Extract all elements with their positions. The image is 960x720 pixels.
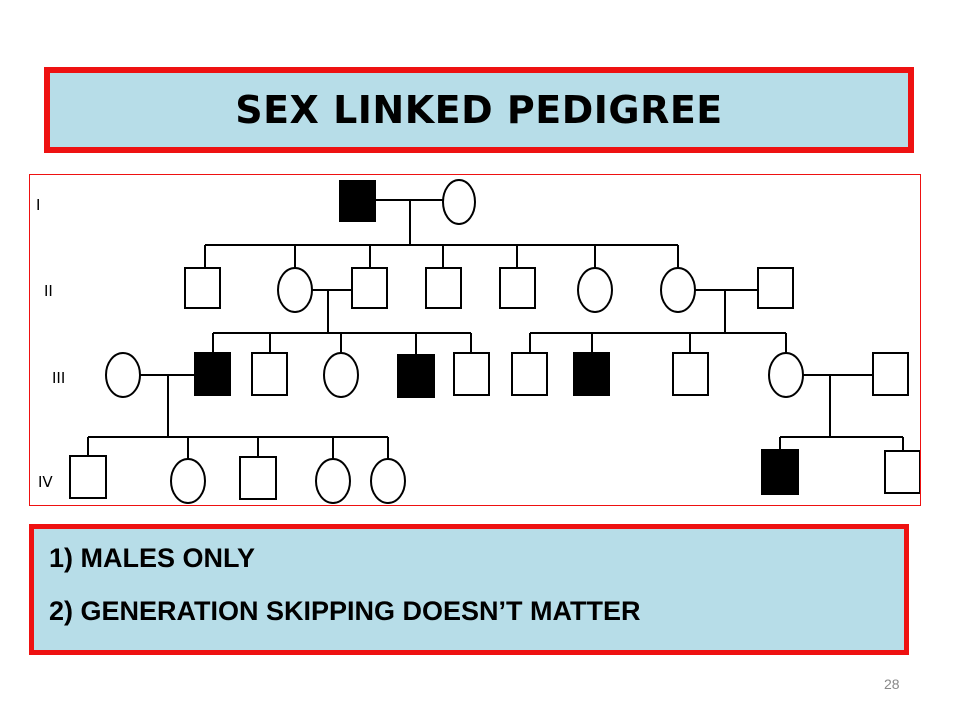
male-gen2-3 — [351, 267, 388, 309]
female-gen2-2 — [277, 267, 313, 313]
generation-labels: I II III IV — [36, 196, 65, 491]
male-gen2-spouse — [757, 267, 794, 309]
note-males-only: 1) MALES ONLY — [49, 543, 256, 573]
female-gen4-4 — [315, 458, 351, 504]
male-gen4-3 — [239, 456, 277, 500]
male-gen2-5 — [499, 267, 536, 309]
male-gen2-4 — [425, 267, 462, 309]
affected-male-gen1 — [339, 180, 376, 222]
page-number: 28 — [884, 676, 900, 692]
female-gen4-5 — [370, 458, 406, 504]
male-gen3-5 — [453, 352, 490, 396]
affected-male-gen3-4 — [397, 354, 435, 398]
female-gen1 — [442, 179, 476, 225]
slide-title: SEX LINKED PEDIGREE — [235, 88, 723, 132]
male-gen4-1 — [69, 455, 107, 499]
female-gen3-spouse — [105, 352, 141, 398]
affected-male-gen3-7 — [573, 352, 610, 396]
male-gen3-2 — [251, 352, 288, 396]
female-gen2-6 — [577, 267, 613, 313]
female-gen3-9 — [768, 352, 804, 398]
title-banner: SEX LINKED PEDIGREE — [44, 67, 914, 153]
affected-male-gen4-6 — [761, 449, 799, 495]
pedigree-individuals — [69, 179, 920, 504]
notes-box: 1) MALES ONLY 2) GENERATION SKIPPING DOE… — [29, 524, 909, 655]
note-generation-skipping: 2) GENERATION SKIPPING DOESN’T MATTER — [49, 596, 641, 626]
pedigree-chart: I II III IV — [29, 174, 921, 506]
generation-label-i: I — [36, 196, 40, 214]
generation-label-iv: IV — [38, 473, 53, 491]
male-gen3-8 — [672, 352, 709, 396]
male-gen3-6 — [511, 352, 548, 396]
female-gen4-2 — [170, 458, 206, 504]
pedigree-svg: I II III IV — [36, 179, 920, 504]
affected-male-gen3-1 — [194, 352, 231, 396]
generation-label-ii: II — [44, 282, 53, 300]
male-gen2-1 — [184, 267, 221, 309]
pedigree-lines — [87, 199, 904, 459]
female-gen3-3 — [323, 352, 359, 398]
male-gen4-7 — [884, 450, 920, 494]
male-gen3-spouse — [872, 352, 909, 396]
generation-label-iii: III — [52, 369, 65, 387]
female-gen2-7 — [660, 267, 696, 313]
